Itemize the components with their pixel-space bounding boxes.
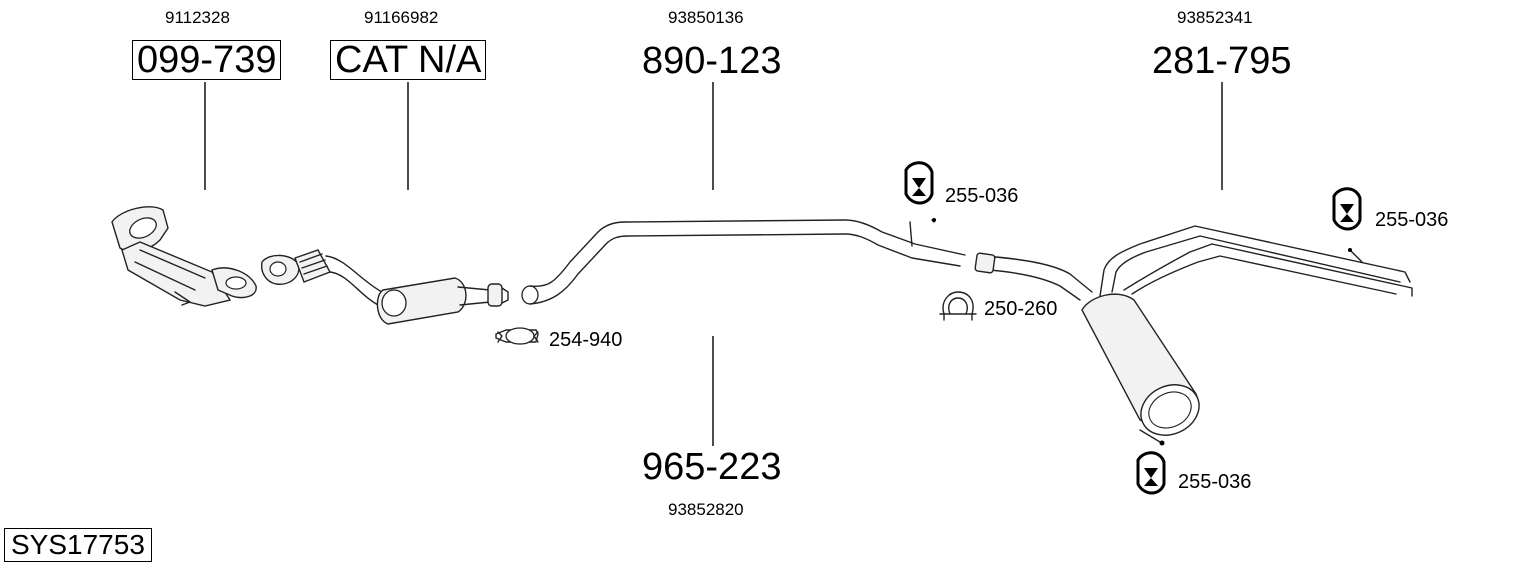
oe-number-93852820: 93852820	[668, 500, 744, 519]
system-code-label: SYS17753	[4, 528, 152, 562]
accessory-label-250-260[interactable]: 250-260	[984, 298, 1058, 320]
front-catalyst-part	[111, 206, 257, 307]
accessory-label-254-940[interactable]: 254-940	[549, 329, 623, 351]
catalyst-part	[260, 249, 509, 325]
oe-number-91166982: 91166982	[364, 8, 439, 27]
front-pipe-part	[521, 218, 966, 305]
accessory-label-255-036-a[interactable]: 255-036	[945, 185, 1019, 207]
rubber-hanger-icon-255-036-a	[904, 161, 934, 205]
rear-muffler-part	[974, 225, 1413, 446]
oe-number-93850136: 93850136	[668, 8, 744, 27]
oe-number-9112328: 9112328	[165, 8, 230, 27]
accessory-label-255-036-c[interactable]: 255-036	[1178, 471, 1252, 493]
part-label-099-739[interactable]: 099-739	[132, 40, 282, 80]
part-label-281-795[interactable]: 281-795	[1152, 40, 1292, 82]
part-label-965-223[interactable]: 965-223	[642, 446, 782, 488]
part-label-890-123[interactable]: 890-123	[642, 40, 782, 82]
oe-number-93852341: 93852341	[1177, 8, 1253, 27]
rubber-hanger-icon-255-036-c	[1136, 451, 1166, 495]
part-label-cat-na[interactable]: CAT N/A	[330, 40, 487, 80]
clamp-icon-254-940	[495, 327, 539, 345]
accessory-label-255-036-b[interactable]: 255-036	[1375, 209, 1449, 231]
rubber-hanger-icon-255-036-b	[1332, 187, 1362, 231]
u-clamp-icon-250-260	[939, 291, 977, 321]
